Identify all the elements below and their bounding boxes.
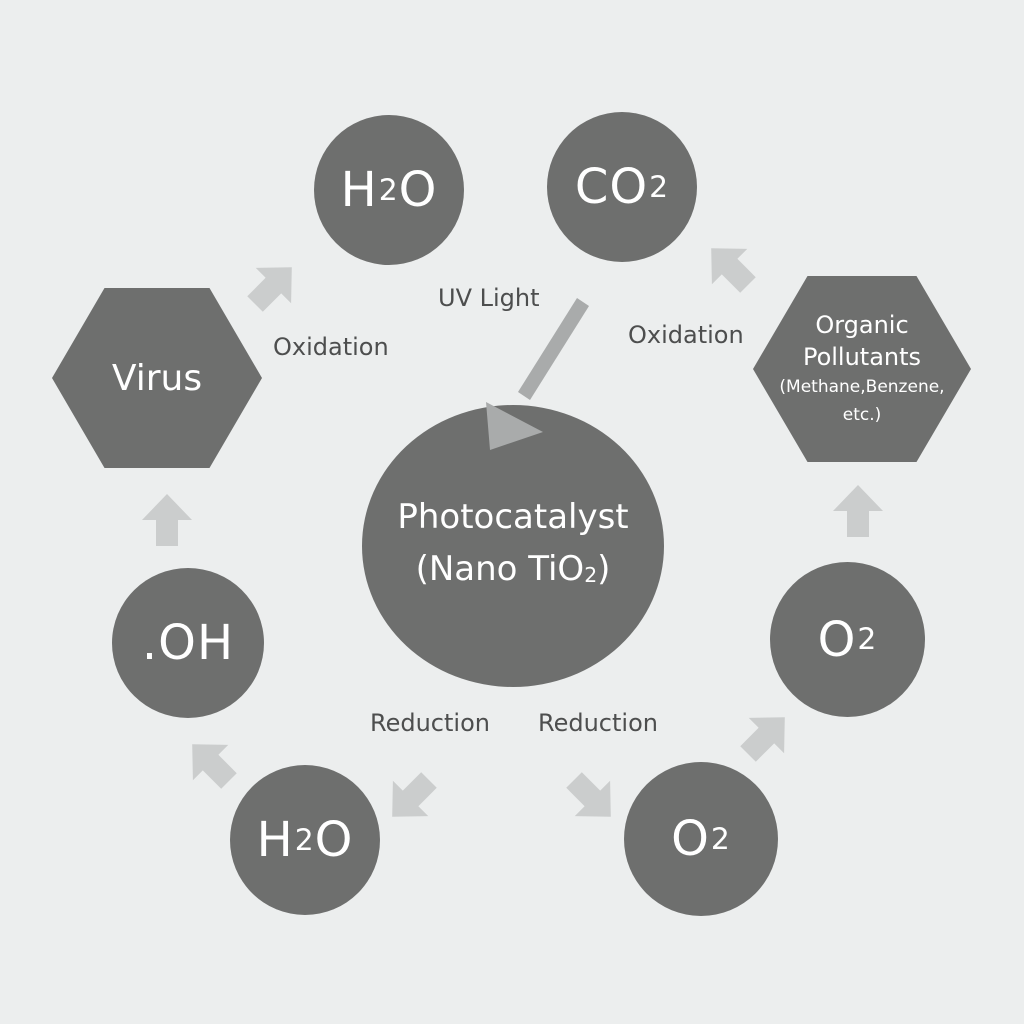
arrow-oh-to-virus: [142, 494, 192, 546]
oxidation-right-label: Oxidation: [628, 321, 744, 349]
oxidation-left-label: Oxidation: [273, 333, 389, 361]
arrow-center-to-h2o-bottom: [392, 772, 437, 817]
uv-light-arrow: [486, 298, 589, 450]
uv-light-label: UV Light: [438, 284, 540, 312]
virus-node: Virus: [52, 288, 262, 468]
photocatalyst-sub-prefix: (Nano TiO: [415, 548, 585, 589]
co2-subscript: 2: [649, 169, 670, 205]
photocatalyst-sub-suffix: ): [597, 548, 611, 589]
photocatalyst-subtitle: (Nano TiO2): [416, 543, 611, 601]
oh-label: .OH: [141, 615, 235, 671]
h2o-top-tail: O: [398, 162, 438, 218]
virus-label: Virus: [111, 357, 203, 399]
organic-detail-line2: etc.): [842, 405, 882, 425]
h2o-bottom-tail: O: [314, 812, 354, 868]
o2-right-main: O: [817, 611, 857, 668]
h2o-bottom-subscript: 2: [294, 822, 315, 858]
h2o-top-main: H: [340, 162, 378, 218]
organic-title-line2: Pollutants: [802, 343, 922, 371]
arrow-center-to-o2-bottom: [566, 772, 611, 817]
h2o-bottom-main: H: [256, 812, 294, 868]
hydroxyl-radical-node: .OH: [112, 568, 264, 718]
organic-title-line1: Organic: [815, 311, 909, 339]
o2-right-subscript: 2: [857, 622, 878, 657]
arrow-o2-bottom-to-o2-right: [740, 717, 785, 762]
reduction-left-label: Reduction: [370, 709, 490, 737]
arrow-organic-to-co2: [711, 248, 756, 293]
o2-bottom-main: O: [671, 811, 710, 867]
organic-detail-line1: (Methane,Benzene,: [779, 377, 945, 397]
photocatalyst-node: Photocatalyst (Nano TiO2): [362, 405, 664, 687]
arrow-h2o-to-oh: [192, 744, 237, 789]
o2-bottom-subscript: 2: [710, 821, 731, 857]
reduction-right-label: Reduction: [538, 709, 658, 737]
co2-main: CO: [574, 159, 649, 215]
h2o-top-subscript: 2: [378, 172, 399, 208]
arrow-o2-to-organic: [833, 485, 883, 537]
photocatalyst-subscript: 2: [584, 563, 598, 588]
photocatalyst-title: Photocatalyst: [397, 496, 629, 537]
arrow-virus-to-h2o: [247, 267, 292, 312]
